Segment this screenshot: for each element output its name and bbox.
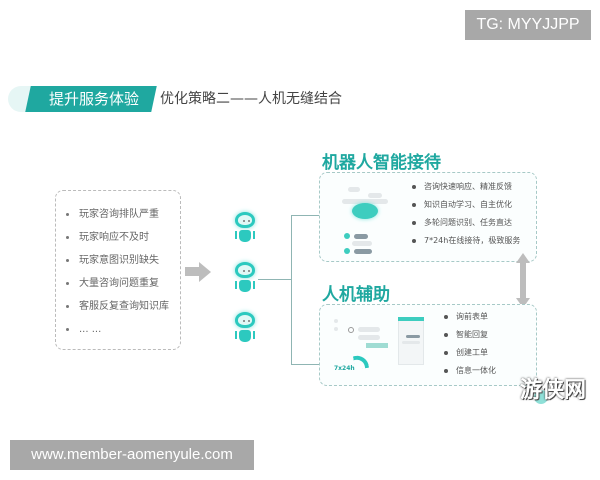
problem-item: 玩家响应不及时	[66, 226, 180, 249]
problem-item: 玩家意图识别缺失	[66, 249, 180, 272]
feature-item: 创建工单	[444, 344, 496, 362]
bidirectional-arrow-icon	[516, 253, 530, 308]
human-assist-title: 人机辅助	[322, 285, 390, 305]
robot-icon	[232, 212, 258, 246]
bullet-icon	[412, 239, 416, 243]
corner-logo: 游侠网	[520, 377, 587, 403]
subtitle: 优化策略二——人机无缝结合	[160, 91, 342, 107]
bullet-icon	[66, 328, 69, 331]
feature-item: 多轮问题识别、任务直达	[412, 214, 520, 232]
watermark-bottom-left: www.member-aomenyule.com	[10, 440, 254, 470]
bullet-icon	[66, 305, 69, 308]
feature-item: 智能回复	[444, 326, 496, 344]
robot-icon	[232, 262, 258, 296]
feature-item: 询前表单	[444, 308, 496, 326]
logo-circle-icon	[534, 390, 548, 404]
robot-reception-features: 咨询快速响应、精准反馈 知识自动学习、自主优化 多轮问题识别、任务直达 7*24…	[412, 178, 520, 250]
bullet-icon	[412, 221, 416, 225]
feature-item: 7*24h在线接待，极致服务	[412, 232, 520, 250]
watermark-top-right: TG: MYYJJPP	[465, 10, 591, 40]
bullet-icon	[66, 236, 69, 239]
bullet-icon	[412, 203, 416, 207]
feature-item: 咨询快速响应、精准反馈	[412, 178, 520, 196]
connector-line	[258, 279, 291, 280]
connector-line	[291, 364, 319, 365]
problem-item: 大量咨询问题重复	[66, 272, 180, 295]
connector-line	[291, 215, 292, 365]
bullet-icon	[444, 369, 448, 373]
bullet-icon	[444, 315, 448, 319]
bullet-icon	[66, 213, 69, 216]
bullet-icon	[412, 185, 416, 189]
problems-list: 玩家咨询排队严重 玩家响应不及时 玩家意图识别缺失 大量咨询问题重复 客服反复查…	[56, 191, 180, 341]
problem-item: ... ...	[66, 318, 180, 341]
robot-icon	[232, 312, 258, 346]
bullet-icon	[444, 351, 448, 355]
bullet-icon	[444, 333, 448, 337]
connector-line	[291, 215, 319, 216]
human-assist-features: 询前表单 智能回复 创建工单 信息一体化	[444, 308, 496, 380]
problems-box: 玩家咨询排队严重 玩家响应不及时 玩家意图识别缺失 大量咨询问题重复 客服反复查…	[55, 190, 181, 350]
problem-item: 玩家咨询排队严重	[66, 203, 180, 226]
curved-arrow-icon	[352, 353, 370, 371]
bullet-icon	[66, 259, 69, 262]
robot-reception-panel: 咨询快速响应、精准反馈 知识自动学习、自主优化 多轮问题识别、任务直达 7*24…	[319, 172, 537, 262]
bullet-icon	[66, 282, 69, 285]
assist-ui-illustration: 7x24h	[328, 313, 428, 381]
human-assist-panel: 7x24h 询前表单 智能回复 创建工单 信息一体化	[319, 304, 537, 386]
chat-robot-illustration	[332, 181, 402, 256]
feature-item: 信息一体化	[444, 362, 496, 380]
assist-badge: 7x24h	[334, 365, 355, 372]
problem-item: 客服反复查询知识库	[66, 295, 180, 318]
title-tag: 提升服务体验	[48, 90, 139, 108]
robot-reception-title: 机器人智能接待	[322, 153, 441, 173]
feature-item: 知识自动学习、自主优化	[412, 196, 520, 214]
